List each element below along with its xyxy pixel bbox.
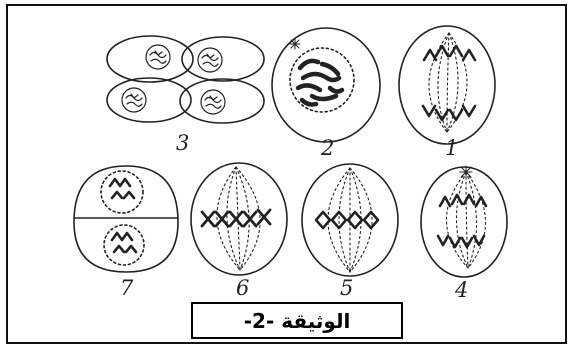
cell-1-chromosomes-lower xyxy=(423,106,475,120)
cell-3-four-daughter-cells: 3 xyxy=(107,36,264,155)
cell-3-number: 3 xyxy=(176,131,189,155)
cell-4-chromosomes-upper xyxy=(440,195,486,206)
cell-2-number: 2 xyxy=(320,136,334,160)
cell-6-number: 6 xyxy=(236,276,249,300)
cell-2-prophase: 2 xyxy=(272,28,380,160)
cell-4-spindle xyxy=(446,172,485,268)
cell-6-metaphase: 6 xyxy=(191,163,287,300)
cell-4-number: 4 xyxy=(454,278,468,302)
cell-7-chromosomes xyxy=(110,179,136,252)
cell-5-number: 5 xyxy=(340,276,353,300)
cell-1-chromosomes-upper xyxy=(424,46,475,60)
cell-1-number: 1 xyxy=(445,136,458,160)
cell-4-chromosomes-lower xyxy=(438,236,484,247)
cell-5-chromosomes xyxy=(316,212,378,228)
cell-2-centrosome-icon xyxy=(290,39,300,49)
cell-5-metaphase: 5 xyxy=(302,164,398,300)
cell-7-telophase: 7 xyxy=(74,166,178,300)
cell-2-chromosomes xyxy=(298,61,342,105)
cell-4-anaphase: 4 xyxy=(421,166,507,302)
document-label: الوثيقة -2- xyxy=(191,302,403,339)
cell-1-anaphase: 1 xyxy=(399,26,495,160)
cell-1-spindle xyxy=(429,33,467,132)
cell-4-centrosome-icon xyxy=(460,166,472,178)
cell-7-number: 7 xyxy=(120,276,134,300)
